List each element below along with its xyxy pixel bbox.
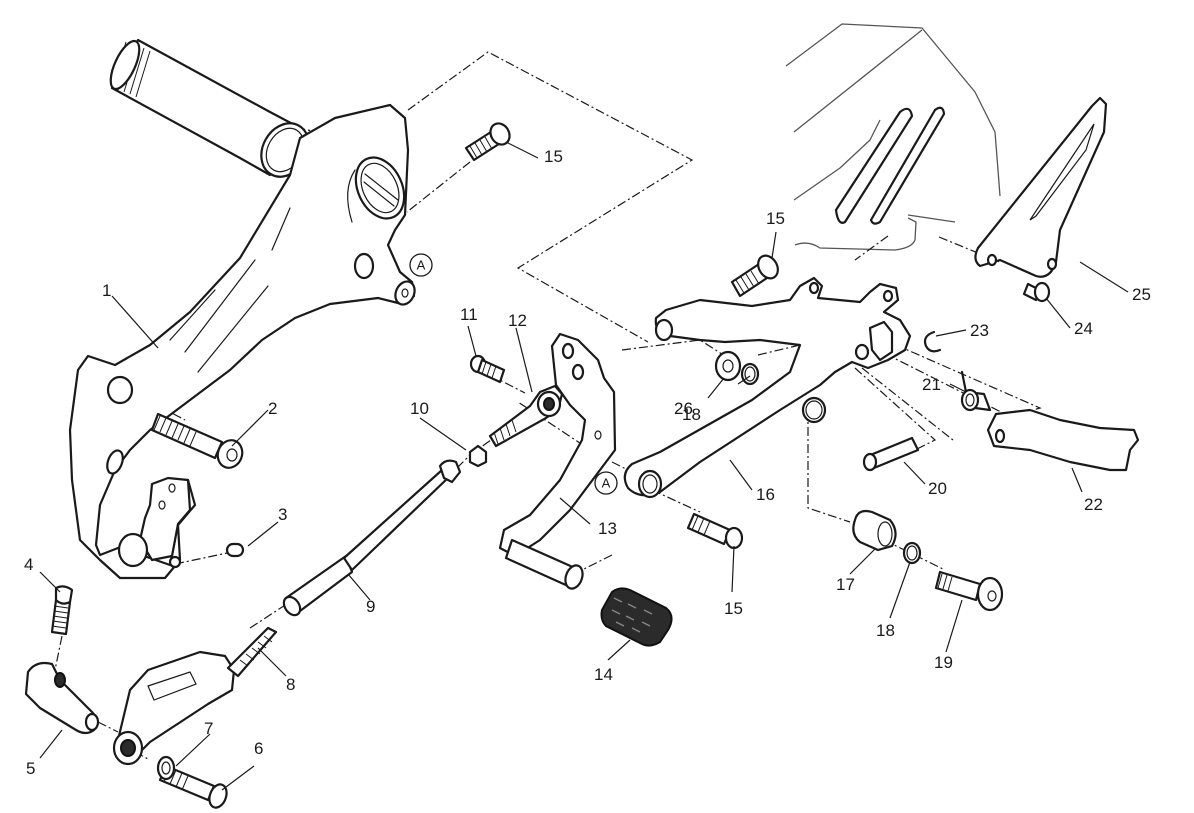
part-26-washer: [714, 350, 742, 382]
part-25-heel-guard: [974, 96, 1108, 278]
callout-24: 24: [1074, 319, 1093, 338]
part-8-shift-sensor: [112, 626, 278, 766]
part-17-bushing: [852, 509, 897, 552]
part-18-washer-lower: [902, 541, 922, 565]
callout-12: 12: [508, 311, 527, 330]
part-1-footrest-bracket: [68, 103, 416, 580]
callout-8: 8: [286, 675, 295, 694]
part-16-footrest-arm: [623, 276, 912, 499]
callout-18-lower: 18: [876, 621, 895, 640]
part-10-nut: [468, 444, 488, 468]
callout-4: 4: [24, 555, 33, 574]
callout-15-top: 15: [544, 147, 563, 166]
callout-15-low: 15: [724, 599, 743, 618]
svg-text:A: A: [602, 476, 611, 491]
part-18-washer-upper: [740, 362, 760, 386]
part-15-bolt-top: [464, 122, 511, 162]
part-15-bolt-low: [686, 512, 744, 550]
leader-lines: [39, 141, 1129, 791]
callout-22: 22: [1084, 495, 1103, 514]
callout-5: 5: [26, 759, 35, 778]
part-19-shoulder-bolt: [934, 570, 1004, 612]
callout-6: 6: [254, 739, 263, 758]
callout-3: 3: [278, 505, 287, 524]
pivot-pin: [109, 38, 310, 178]
callout-15-mid: 15: [766, 209, 785, 228]
callout-25: 25: [1132, 285, 1151, 304]
callout-23: 23: [970, 321, 989, 340]
callout-17: 17: [836, 575, 855, 594]
reference-marker-a-upper: A: [409, 253, 433, 277]
callout-14: 14: [594, 665, 613, 684]
callout-9: 9: [366, 597, 375, 616]
callout-7: 7: [204, 719, 213, 738]
callout-26: 26: [674, 399, 693, 418]
part-15-bolt-mid: [730, 254, 779, 298]
callout-18-upper: 18: [682, 405, 701, 424]
part-5-clevis: [24, 661, 100, 735]
callout-11: 11: [460, 305, 478, 324]
callout-16: 16: [756, 485, 775, 504]
callout-19: 19: [934, 653, 953, 672]
part-3-plug: [225, 542, 245, 558]
part-23-circlip: [923, 330, 942, 353]
reference-marker-a-lower: A: [594, 471, 618, 495]
part-14-rubber-peg: [600, 587, 673, 647]
callout-2: 2: [268, 399, 277, 418]
callout-labels: 1 2 3 4 5 6 7 8 9 10 11 12 13 14 15 15 1…: [24, 147, 1151, 778]
callout-10: 10: [410, 399, 429, 418]
part-11-bolt: [469, 354, 506, 384]
callout-13: 13: [598, 519, 617, 538]
callout-1: 1: [102, 281, 111, 300]
part-22-footpeg: [986, 408, 1140, 472]
part-13-shift-lever: [498, 332, 617, 590]
part-2-bolt: [150, 412, 244, 469]
callout-21: 21: [922, 375, 941, 394]
part-7-washer: [156, 755, 176, 781]
svg-text:A: A: [417, 258, 426, 273]
callout-20: 20: [928, 479, 947, 498]
frame-outline: [785, 23, 1001, 251]
part-12-rod-end: [488, 384, 564, 448]
part-20-pin: [862, 436, 920, 472]
part-9-shift-rod: [282, 459, 462, 617]
part-21-spring: [960, 370, 992, 412]
part-4-screw: [50, 585, 74, 636]
part-24-screw: [1022, 281, 1051, 303]
